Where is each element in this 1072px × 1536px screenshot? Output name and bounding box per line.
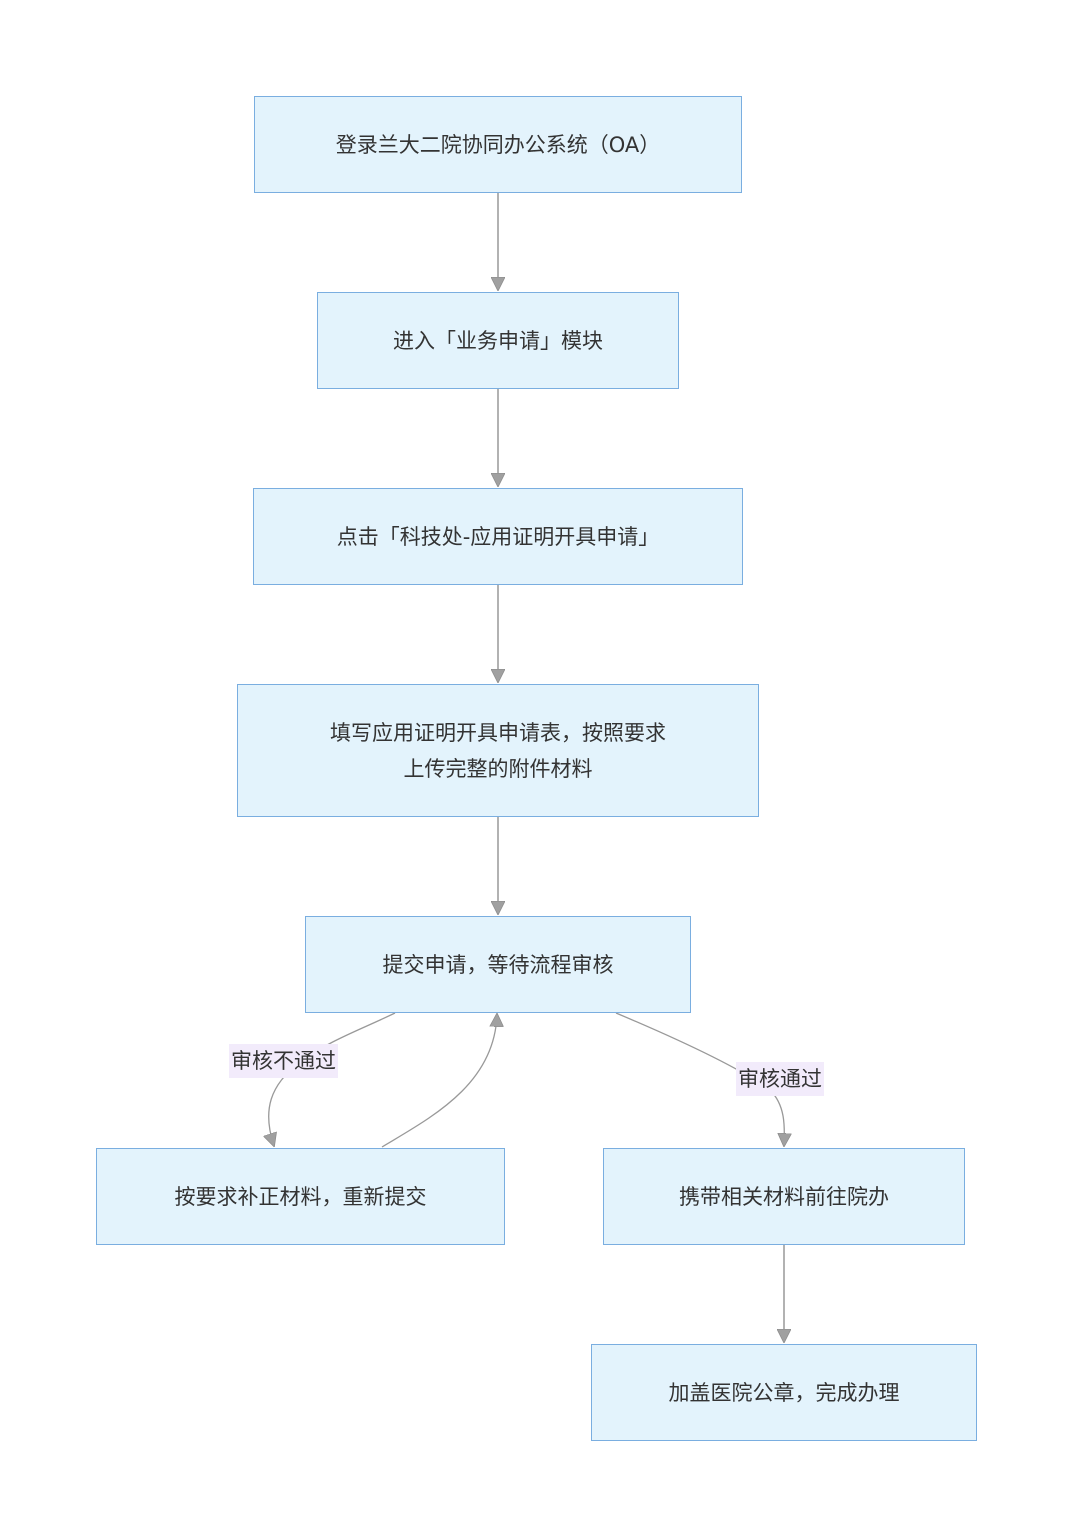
node-text: 加盖医院公章，完成办理 xyxy=(668,1380,900,1405)
node-click-application: 点击「科技处-应用证明开具申请」 xyxy=(253,488,743,585)
node-text: 提交申请，等待流程审核 xyxy=(382,952,614,977)
node-text-line1: 填写应用证明开具申请表，按照要求 xyxy=(330,720,666,745)
node-text: 登录兰大二院协同办公系统（OA） xyxy=(335,132,661,157)
node-text: 点击「科技处-应用证明开具申请」 xyxy=(336,524,660,549)
edge-label-rejected: 审核不通过 xyxy=(229,1044,338,1078)
node-enter-business-module: 进入「业务申请」模块 xyxy=(317,292,679,389)
edge-n5-n6 xyxy=(269,1012,396,1146)
node-stamp-complete: 加盖医院公章，完成办理 xyxy=(591,1344,977,1441)
node-text-line2: 上传完整的附件材料 xyxy=(403,756,593,781)
node-text: 携带相关材料前往院办 xyxy=(679,1184,889,1209)
node-fill-form: 填写应用证明开具申请表，按照要求 上传完整的附件材料 xyxy=(237,684,759,817)
edge-label-approved: 审核通过 xyxy=(736,1062,824,1096)
node-go-to-office: 携带相关材料前往院办 xyxy=(603,1148,965,1245)
node-login-oa: 登录兰大二院协同办公系统（OA） xyxy=(254,96,742,193)
node-text: 进入「业务申请」模块 xyxy=(393,328,603,353)
node-correct-resubmit: 按要求补正材料，重新提交 xyxy=(96,1148,505,1245)
edge-n6-n5 xyxy=(381,1014,497,1148)
node-submit-wait-review: 提交申请，等待流程审核 xyxy=(305,916,691,1013)
node-text: 按要求补正材料，重新提交 xyxy=(174,1184,427,1209)
